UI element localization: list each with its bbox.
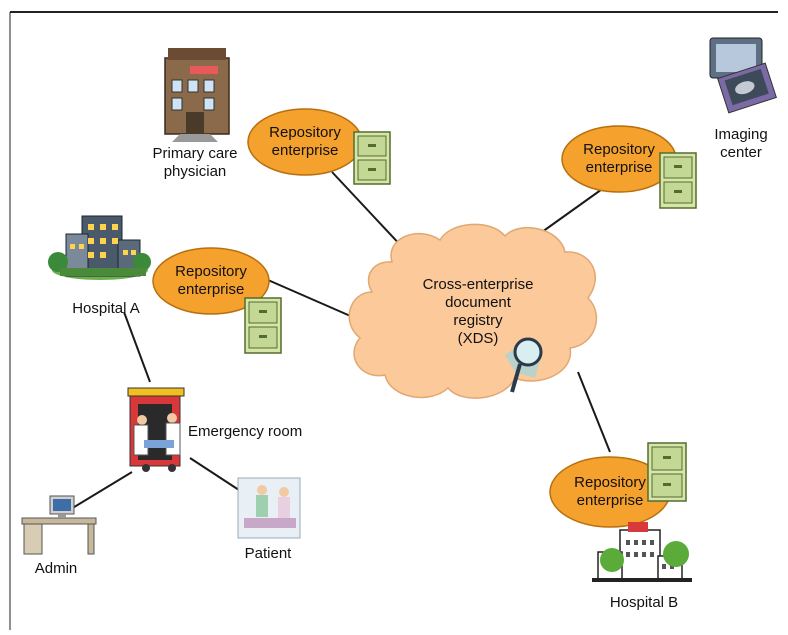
cloud-label-line1: Cross-enterprise — [422, 276, 534, 293]
emergency-room-icon — [127, 387, 185, 472]
admin-label: Admin — [34, 560, 78, 577]
cloud-label: Cross-enterprise document registry (XDS) — [413, 276, 543, 348]
connector-lines — [65, 171, 613, 513]
hospital-a-label: Hospital A — [72, 300, 140, 317]
repository-label-line1: Repository — [269, 124, 341, 141]
hospital-a-building-icon — [48, 215, 151, 280]
primary-care-label: Primary care physician — [140, 145, 250, 181]
repository-label-line2: enterprise — [576, 492, 644, 509]
link-hospital-a-er — [123, 311, 151, 383]
primary-care-building-icon — [164, 48, 230, 142]
imaging-center-label-line2: center — [720, 144, 762, 161]
link-hospital-a-repo — [267, 279, 356, 319]
repository-label-line2: enterprise — [585, 159, 653, 176]
magnifier-icon — [505, 337, 543, 393]
patient-label: Patient — [244, 545, 292, 562]
repository-label-hospital-a: Repository enterprise — [161, 263, 261, 299]
link-er-admin — [65, 471, 133, 513]
repository-oval-hospital-a — [152, 247, 270, 315]
file-cabinet-icon — [647, 442, 687, 502]
cloud-label-line3: registry — [453, 312, 503, 329]
repository-label-line2: enterprise — [177, 281, 245, 298]
hospital-b-building-icon — [592, 522, 692, 582]
repository-label-line1: Repository — [574, 474, 646, 491]
repository-label-line1: Repository — [583, 141, 655, 158]
hospital-b-label: Hospital B — [609, 594, 679, 611]
repository-label-imaging: Repository enterprise — [569, 141, 669, 177]
admin-desk-icon — [21, 495, 97, 555]
repository-label-line1: Repository — [175, 263, 247, 280]
xds-registry-cloud — [348, 223, 598, 399]
file-cabinet-icon — [244, 297, 282, 354]
repository-label-hospital-b: Repository enterprise — [560, 474, 660, 510]
imaging-center-label-line1: Imaging — [714, 126, 768, 143]
cloud-label-line2: document — [445, 294, 511, 311]
repository-label-line2: enterprise — [271, 142, 339, 159]
file-cabinet-icon — [659, 152, 697, 209]
link-primary-care — [331, 171, 406, 251]
emergency-room-label: Emergency room — [188, 423, 303, 440]
link-hospital-b — [577, 371, 611, 453]
repository-label-primary: Repository enterprise — [255, 124, 355, 160]
primary-care-label-line1: Primary care — [152, 145, 238, 162]
file-cabinet-icon — [353, 131, 391, 185]
imaging-center-label: Imaging center — [706, 126, 776, 162]
link-er-patient — [189, 457, 243, 493]
primary-care-label-line2: physician — [163, 163, 227, 180]
cloud-label-line4: (XDS) — [457, 330, 499, 347]
imaging-equipment-icon — [709, 37, 777, 114]
patient-icon — [237, 477, 301, 539]
